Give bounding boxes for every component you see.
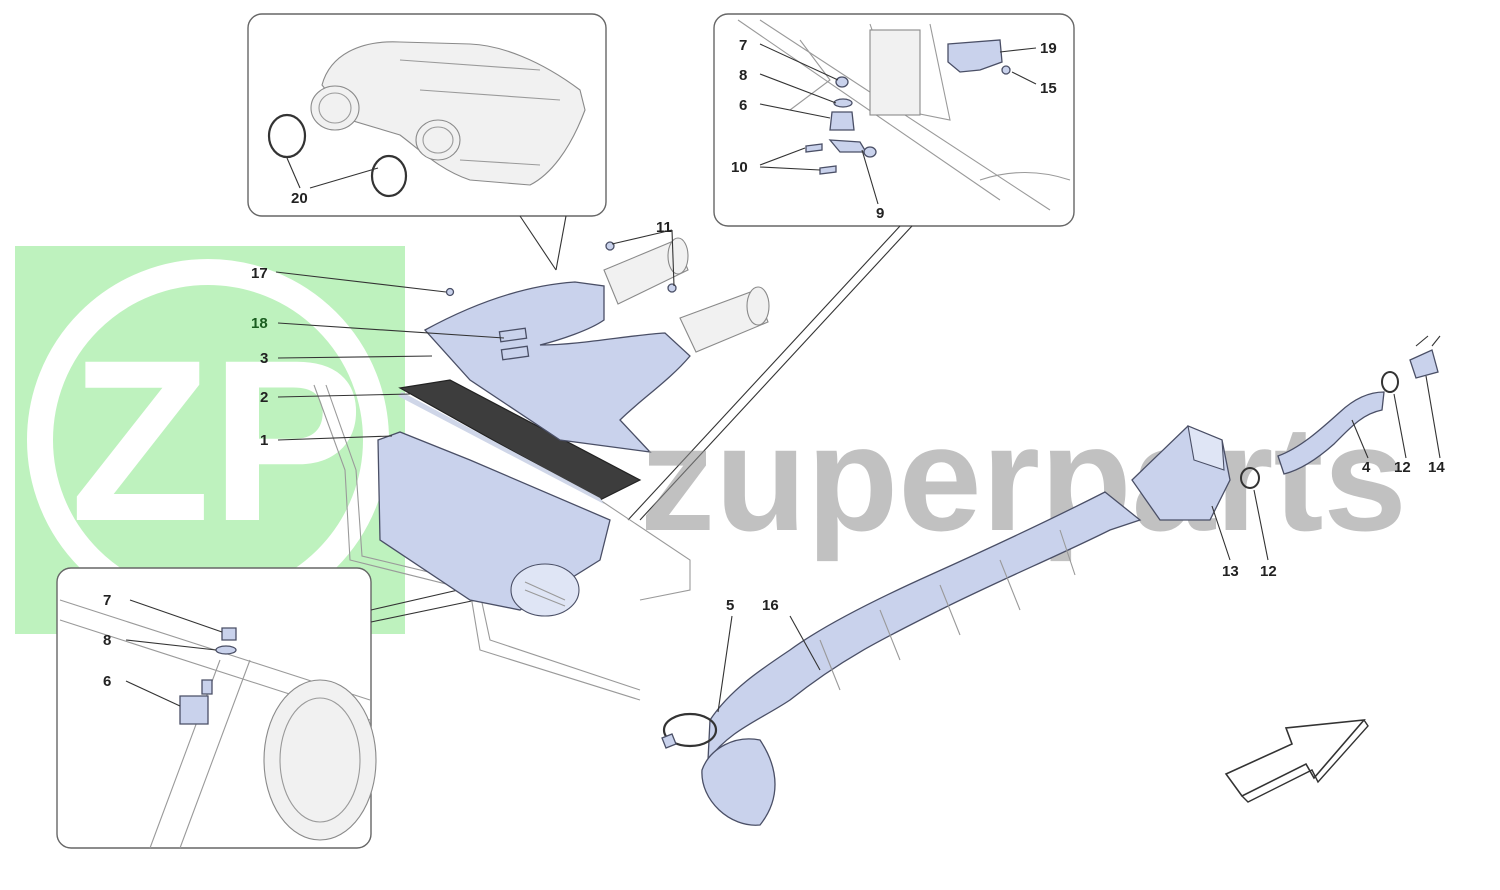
- callout-16: 16: [762, 597, 779, 614]
- arrow-forward-icon: [1224, 718, 1369, 803]
- callout-14: 14: [1428, 459, 1445, 476]
- inset-callout-19: 19: [1040, 40, 1057, 57]
- inset-callout-10: 10: [731, 159, 748, 176]
- callout-5: 5: [726, 597, 734, 614]
- main-callouts-right: 5 16 13 12 4 12 14: [717, 375, 1445, 713]
- callout-13: 13: [1222, 563, 1239, 580]
- inset-callout-8: 8: [739, 67, 747, 84]
- callout-11: 11: [656, 219, 672, 236]
- inset-callout-7: 7: [739, 37, 747, 54]
- callout-1: 1: [260, 432, 268, 449]
- callout-18: 18: [251, 315, 268, 332]
- inset-callout-15: 15: [1040, 80, 1057, 97]
- inset-callout-6b: 6: [103, 673, 111, 690]
- inset-lower-mount: 7 8 6: [56, 567, 487, 849]
- air-box-assembly: [313, 237, 770, 701]
- callout-3: 3: [260, 350, 268, 367]
- callout-4: 4: [1362, 459, 1371, 476]
- main-callouts-left: 17 18 3 2 1 11: [251, 219, 675, 449]
- inset-callout-6: 6: [739, 97, 747, 114]
- callout-12-lower: 12: [1260, 563, 1277, 580]
- inset-mounting-detail: 7 8 6 10 9 19 15: [627, 13, 1075, 521]
- inset-callout-8b: 8: [103, 632, 111, 649]
- intake-duct-assembly: [661, 335, 1441, 826]
- callout-12-upper: 12: [1394, 459, 1411, 476]
- callout-2: 2: [260, 389, 268, 406]
- inset-callout-7b: 7: [103, 592, 111, 609]
- watermark-logo-letters: ZP: [70, 312, 364, 569]
- inset-air-box-cover: 20: [247, 13, 607, 271]
- callout-17: 17: [251, 265, 268, 282]
- inset-callout-9: 9: [876, 205, 884, 222]
- callout-20: 20: [291, 190, 308, 207]
